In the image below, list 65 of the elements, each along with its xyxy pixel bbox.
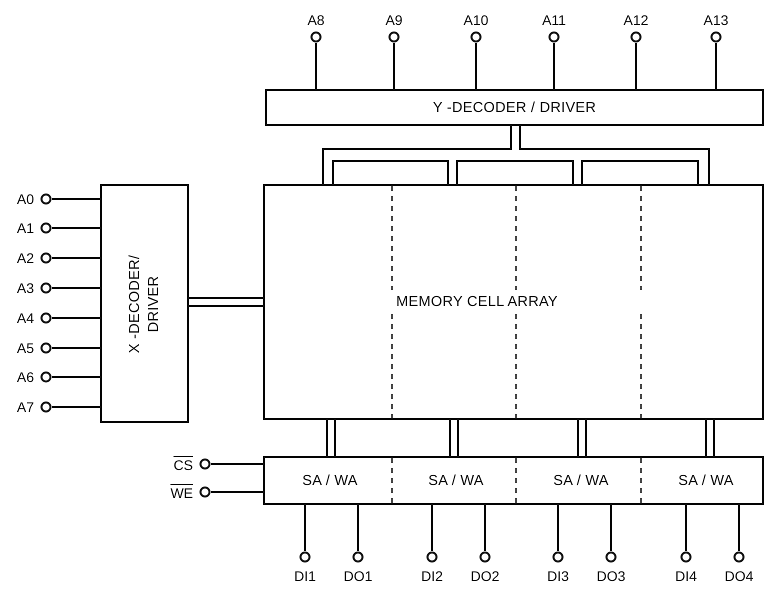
signal-line [557, 505, 559, 551]
block-label: X -DECODER/ DRIVER [126, 253, 162, 355]
signal-line [52, 198, 100, 200]
memory-array-box [263, 184, 764, 420]
pin-label: DO4 [724, 568, 754, 584]
pin-label: DI1 [294, 568, 316, 584]
signal-line [211, 463, 263, 465]
pin-label: A5 [16, 340, 34, 356]
block-label: SA / WA [553, 472, 609, 488]
bus-line [326, 419, 336, 457]
pin-label: DI2 [421, 568, 443, 584]
pin-label: DO1 [344, 568, 372, 584]
signal-line [52, 287, 100, 289]
signal-line [315, 43, 317, 89]
block-label: SA / WA [302, 472, 358, 488]
pin-label: DI4 [675, 568, 697, 584]
pin-label: A8 [307, 12, 325, 28]
pin-label: WE [170, 484, 193, 501]
pin-label: A3 [16, 280, 34, 296]
pin-label: DO3 [596, 568, 626, 584]
signal-line [304, 505, 306, 551]
signal-line [738, 505, 740, 551]
pin-label: DO2 [470, 568, 500, 584]
pin-label: A9 [385, 12, 403, 28]
bus-line [322, 125, 710, 185]
block-label: Y -DECODER / DRIVER [432, 100, 596, 116]
pin-label: A7 [16, 399, 34, 415]
pin-label: A4 [16, 310, 34, 326]
block-label: SA / WA [428, 472, 484, 488]
pin-label: A1 [16, 220, 34, 236]
pin-label: A13 [704, 12, 728, 28]
signal-line [635, 43, 637, 89]
bus-line [188, 297, 264, 307]
pin-label: A2 [16, 250, 34, 266]
amplifier-block [263, 456, 764, 505]
block-label: SA / WA [678, 472, 734, 488]
pin-label: A0 [16, 191, 34, 207]
signal-line [431, 505, 433, 551]
bus-line [577, 419, 587, 457]
signal-line [685, 505, 687, 551]
pin-label: A10 [464, 12, 488, 28]
signal-line [52, 257, 100, 259]
block-label: MEMORY CELL ARRAY [396, 294, 558, 310]
signal-line [484, 505, 486, 551]
decoder-box [100, 184, 189, 423]
signal-line [475, 43, 477, 89]
bus-line [705, 419, 715, 457]
signal-line [52, 347, 100, 349]
pin-label: CS [174, 456, 193, 473]
decoder-box [265, 89, 764, 126]
signal-line [52, 227, 100, 229]
signal-line [211, 491, 263, 493]
signal-line [393, 43, 395, 89]
signal-line [52, 376, 100, 378]
signal-line [715, 43, 717, 89]
pin-label: A6 [16, 369, 34, 385]
signal-line [357, 505, 359, 551]
pin-label: A11 [542, 12, 566, 28]
pin-label: A12 [624, 12, 648, 28]
pin-label: DI3 [547, 568, 569, 584]
signal-line [610, 505, 612, 551]
signal-line [553, 43, 555, 89]
signal-line [52, 317, 100, 319]
bus-line [449, 419, 459, 457]
signal-line [52, 406, 100, 408]
